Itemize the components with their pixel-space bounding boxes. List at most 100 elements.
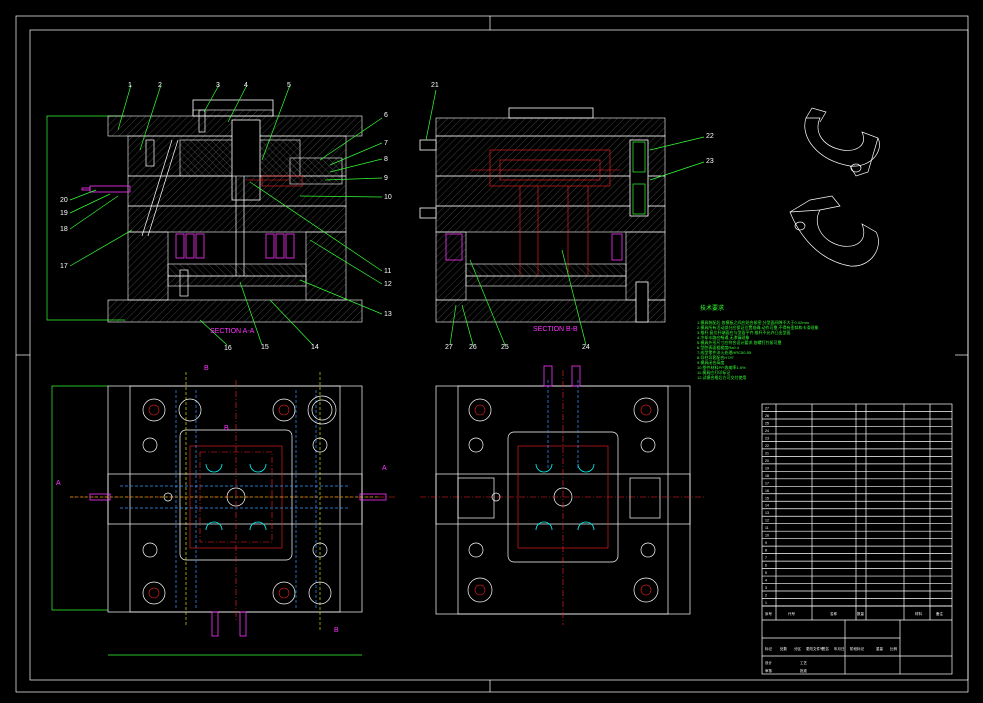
moving-half-plan-view: B B B A A (51, 365, 395, 656)
bom-item-number: 21 (765, 451, 769, 455)
bom-item-number: 4 (765, 579, 767, 583)
part-label: 16 (224, 345, 232, 352)
part-label: 7 (384, 140, 388, 147)
section-b-b-view: 21 22 23 24 25 26 27 SECTION B-B (419, 82, 714, 351)
section-marker: B (224, 425, 229, 432)
bom-item-number: 8 (765, 549, 767, 553)
part-label: 27 (445, 344, 453, 351)
sign-cell: 签名 (822, 646, 829, 651)
section-marker: B (204, 365, 209, 372)
bom-item-number: 18 (765, 474, 769, 478)
bom-header: 名称 (830, 611, 838, 616)
bom-item-number: 19 (765, 466, 769, 470)
bom-header: 代号 (788, 611, 796, 616)
part-label: 12 (384, 281, 392, 288)
note-line: 8.导柱导套配合H7/f7 (697, 354, 735, 360)
note-line: 10.塑件材料PP,收缩率1.5% (697, 364, 746, 370)
part-label: 4 (244, 82, 248, 89)
part-label: 6 (384, 112, 388, 119)
section-title: SECTION A-A (210, 328, 255, 335)
bom-item-number: 5 (765, 571, 767, 575)
bom-item-number: 3 (765, 586, 767, 590)
note-line: 4.冷却水路应畅通,无渗漏现象 (697, 334, 749, 340)
bom-item-number: 14 (765, 504, 769, 508)
bom-item-number: 22 (765, 444, 769, 448)
part-label: 11 (384, 268, 391, 275)
part-label: 10 (384, 194, 392, 201)
fixed-half-plan-view (420, 365, 705, 625)
part-label: 18 (60, 226, 68, 233)
section-marker: A (56, 480, 61, 487)
sign-cell: 更改文件号 (806, 646, 824, 651)
part-label: 8 (384, 156, 388, 163)
part-label: 13 (384, 311, 392, 318)
role-cell: 工艺 (800, 660, 808, 665)
drawing-frame (15, 15, 969, 693)
note-line: 6.型腔表面粗糙度Ra0.4 (697, 344, 740, 350)
notes-title: 技术要求 (700, 304, 724, 312)
bom-item-number: 25 (765, 421, 769, 425)
bom-item-number: 6 (765, 564, 767, 568)
bom-header: 备注 (936, 611, 944, 616)
section-a-a-view: 1 2 3 4 5 6 7 8 9 10 11 12 13 14 15 16 1… (46, 82, 392, 352)
technical-requirements: 技术要求 1.模具装配后,各模板之间应贴合紧密,分型面间隙不大于0.02mm 2… (697, 304, 819, 380)
part-label: 9 (384, 175, 388, 182)
part-label: 3 (216, 82, 220, 89)
bom-item-number: 7 (765, 556, 767, 560)
bom-item-number: 9 (765, 541, 767, 545)
bom-item-number: 11 (765, 526, 769, 530)
bom-header: 材料 (915, 611, 923, 616)
sign-cell: 年月日 (834, 646, 845, 651)
part-label: 2 (158, 82, 162, 89)
sign-cell: 分区 (794, 646, 802, 651)
section-title: SECTION B-B (533, 326, 578, 333)
bom-item-number: 23 (765, 436, 769, 440)
section-marker: B (334, 627, 339, 634)
part-label: 22 (706, 133, 714, 140)
note-line: 2.模具所有活动部分应保证位置准确,动作可靠,不得有歪斜和卡滞现象 (697, 324, 819, 330)
extra-cell: 重量 (876, 646, 884, 651)
note-line: 11.模具应打印标记 (697, 369, 730, 375)
part-label: 26 (469, 344, 477, 351)
bom-item-number: 15 (765, 496, 769, 500)
part-label: 23 (706, 158, 714, 165)
part-label: 19 (60, 210, 68, 217)
bom-item-number: 10 (765, 534, 769, 538)
part-label: 20 (60, 197, 68, 204)
extra-cell: 比例 (890, 646, 898, 651)
part-label: 17 (60, 263, 68, 270)
bom-item-number: 20 (765, 459, 769, 463)
part-label: 24 (582, 344, 590, 351)
note-line: 7.成型零件淬火处理HRC50-55 (697, 349, 752, 355)
bom-item-number: 16 (765, 489, 769, 493)
sign-cell: 处数 (780, 646, 788, 651)
bom-item-number: 1 (765, 601, 767, 605)
part-isometric-sketch (789, 107, 880, 267)
role-cell: 审核 (765, 668, 773, 673)
bom-item-number: 12 (765, 519, 769, 523)
section-marker: A (382, 465, 387, 472)
note-line: 1.模具装配后,各模板之间应贴合紧密,分型面间隙不大于0.02mm (697, 319, 810, 325)
part-label: 15 (261, 344, 269, 351)
note-line: 12.试模合格后方可交付使用 (697, 374, 747, 380)
bom-item-number: 13 (765, 511, 769, 515)
bom-header: 序号 (765, 611, 773, 616)
bom-item-number: 27 (765, 406, 769, 410)
extra-cell: 阶段标记 (850, 646, 864, 651)
bom-item-number: 2 (765, 594, 767, 598)
role-cell: 批准 (800, 668, 808, 673)
bom-item-number: 26 (765, 414, 769, 418)
note-line: 9.模具闭合高度 (697, 359, 724, 365)
part-label: 21 (431, 82, 439, 89)
note-line: 5.模具外形尺寸应符合设计要求,各螺钉拧紧可靠 (697, 339, 781, 345)
part-label: 1 (128, 82, 132, 89)
bom-item-number: 24 (765, 429, 769, 433)
bom-header: 数量 (857, 611, 865, 616)
title-block: 2726252423222120191817161514131211109876… (761, 403, 953, 675)
bom-item-number: 17 (765, 481, 769, 485)
note-line: 3.推杆,复位杆端面应与型面平齐,推杆不允许凸出型面 (697, 329, 791, 335)
part-label: 5 (287, 82, 291, 89)
part-label: 14 (311, 344, 319, 351)
sign-cell: 标记 (765, 646, 773, 651)
